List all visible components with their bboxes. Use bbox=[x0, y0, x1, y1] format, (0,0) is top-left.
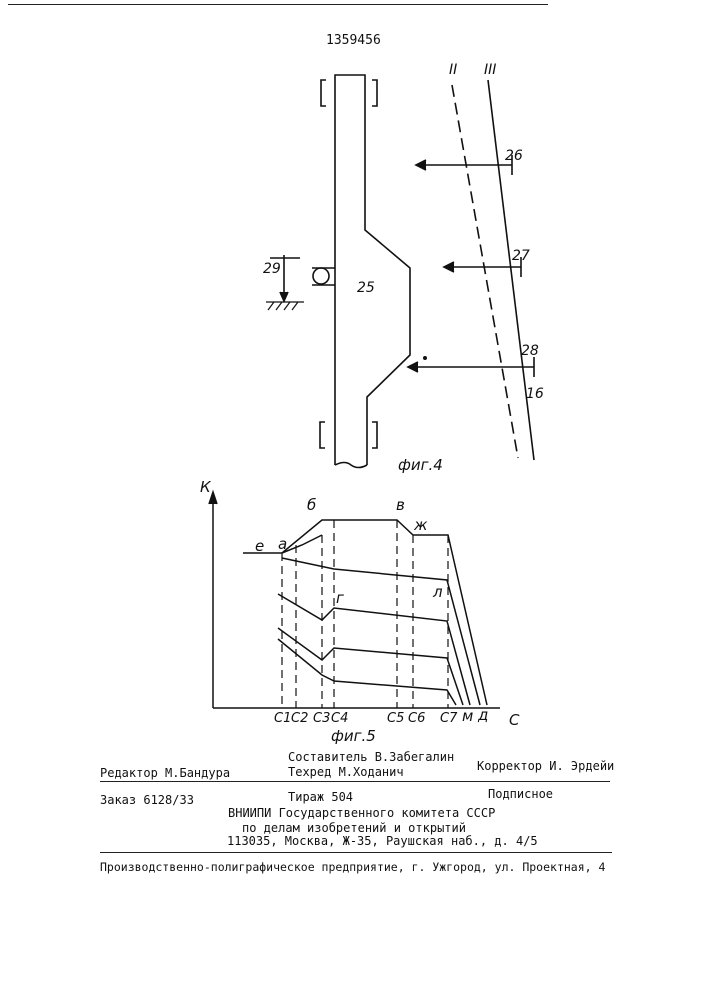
techred: Техред М.Ходанич bbox=[288, 765, 404, 779]
corrector: Корректор И. Эрдейи bbox=[477, 759, 614, 773]
tick-c3: С3 bbox=[313, 711, 330, 726]
address: 113035, Москва, Ж-35, Раушская наб., д. … bbox=[227, 834, 538, 848]
footer-rule-2 bbox=[100, 852, 612, 853]
tick-c4: С4 bbox=[331, 711, 348, 726]
point-l: л bbox=[433, 583, 443, 601]
compiler: Составитель В.Забегалин bbox=[288, 750, 454, 764]
tick-c1: С1 bbox=[274, 711, 291, 726]
circulation: Тираж 504 bbox=[288, 790, 353, 804]
tick-c2: С2 bbox=[291, 711, 308, 726]
curve-4 bbox=[278, 639, 456, 705]
point-a: а bbox=[278, 535, 287, 553]
footer-rule-1 bbox=[100, 781, 610, 782]
point-e: е bbox=[255, 537, 264, 555]
point-d: д bbox=[478, 706, 488, 724]
point-b: б bbox=[307, 496, 316, 514]
point-zh: ж bbox=[414, 516, 428, 534]
tick-c7: С7 bbox=[440, 711, 457, 726]
axis-x-label: С bbox=[509, 711, 519, 729]
org-line-1: ВНИИПИ Государственного комитета СССР bbox=[228, 806, 495, 820]
axis-y-label: К bbox=[200, 478, 211, 496]
printer: Производственно-полиграфическое предприя… bbox=[100, 860, 605, 874]
figure-5-caption: фиг.5 bbox=[331, 727, 376, 745]
editor: Редактор М.Бандура bbox=[100, 766, 230, 780]
order: Заказ 6128/33 bbox=[100, 793, 194, 807]
subscription: Подписное bbox=[488, 787, 553, 801]
tick-c5: С5 bbox=[387, 711, 404, 726]
point-v: в bbox=[396, 496, 405, 514]
tick-c6: С6 bbox=[408, 711, 425, 726]
curve-3 bbox=[278, 628, 463, 705]
org-line-2: по делам изобретений и открытий bbox=[242, 821, 466, 835]
curve-a-g bbox=[282, 535, 322, 553]
point-m: м bbox=[462, 707, 473, 725]
point-g: г bbox=[336, 589, 344, 607]
